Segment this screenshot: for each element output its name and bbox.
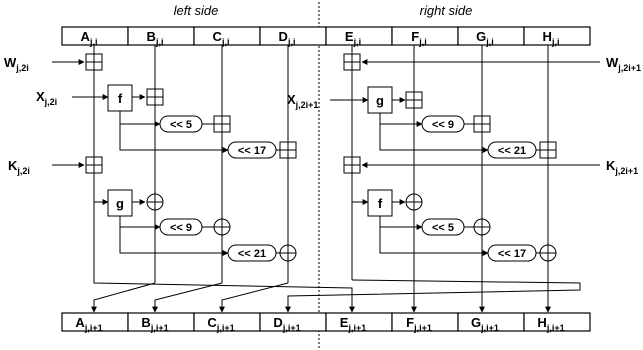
function-boxes: f g g f <box>107 84 393 217</box>
rotation-right-upper-2-label: << 21 <box>498 145 526 157</box>
adder-d-left <box>279 141 297 159</box>
wiring <box>52 45 600 313</box>
rotation-left-lower-2-label: << 21 <box>238 248 266 260</box>
xor-f-right <box>405 193 423 211</box>
rotation-left-upper-2 <box>227 141 277 159</box>
rotation-right-upper-1-label: << 9 <box>432 119 454 131</box>
rotation-right-upper-1 <box>421 115 465 133</box>
top-register-label-5: Fj,i <box>411 29 426 47</box>
input-k-left: Kj,2i <box>8 158 30 176</box>
bottom-register-label-2: Cj,i+1 <box>207 315 234 333</box>
xor-c-left <box>213 218 231 236</box>
top-register-label-1: Bj,i <box>147 29 164 47</box>
wire-f-rot17 <box>119 124 229 153</box>
top-register-label-3: Dj,i <box>279 29 296 47</box>
function-box-left-upper <box>107 84 133 112</box>
rotation-right-lower-1 <box>421 218 465 236</box>
adder-k-right <box>343 156 361 174</box>
rotation-left-upper-1-label: << 5 <box>170 119 192 131</box>
input-labels: Wj,2i Xj,2i Kj,2i Wj,2i+1 Xj,2i+1 Kj,2i+… <box>4 55 641 176</box>
bottom-register-label-5: Fj,i+1 <box>406 315 432 333</box>
bottom-register-cell-7 <box>523 312 591 332</box>
bottom-register-label-6: Gj,i+1 <box>471 315 499 333</box>
left-side-header: left side <box>174 3 219 18</box>
function-box-right-upper <box>367 86 393 114</box>
top-register-label-2: Cj,i <box>213 29 230 47</box>
function-label-left-lower: g <box>116 196 124 211</box>
function-label-right-upper: g <box>376 93 384 108</box>
adder-k-left <box>85 156 103 174</box>
xor-h-right <box>539 244 557 262</box>
wire-a-to-g <box>93 175 109 205</box>
rotation-left-lower-2 <box>227 244 277 262</box>
xor-d-left <box>279 244 297 262</box>
top-register-label-6: Gj,i <box>476 29 494 47</box>
xor-g-right <box>473 218 491 236</box>
bottom-register-label-0: Aj,i+1 <box>75 315 102 333</box>
wire-f-rot5 <box>119 110 161 127</box>
adder-c-left <box>213 115 231 133</box>
xor-b-left <box>146 193 164 211</box>
input-w-right: Wj,2i+1 <box>606 55 641 73</box>
function-box-left-lower <box>107 189 133 217</box>
input-x-left: Xj,2i <box>36 89 57 107</box>
adder-w-right <box>343 53 361 71</box>
rotation-left-lower-1 <box>159 218 203 236</box>
function-box-right-lower <box>367 189 393 217</box>
rotation-right-upper-2 <box>487 141 537 159</box>
top-register-label-7: Hj,i <box>543 29 560 47</box>
rotation-left-lower-1-label: << 9 <box>170 222 192 234</box>
adder-f-right <box>405 91 423 109</box>
adder-b-left <box>146 88 164 106</box>
rotation-blocks: << 5 << 17 << 9 << 21 << 9 << 21 << 5 <<… <box>159 115 537 262</box>
input-x-right: Xj,2i+1 <box>287 92 318 110</box>
right-side-header: right side <box>420 3 473 18</box>
top-register-label-0: Aj,i <box>81 29 98 47</box>
bottom-register-label-4: Ej,i+1 <box>340 315 366 333</box>
adder-h-right <box>539 141 557 159</box>
operators <box>85 53 557 262</box>
bottom-register-row: Aj,i+1 Bj,i+1 Cj,i+1 Dj,i+1 Ej,i+1 Fj,i+1 Gj,i… <box>61 312 591 333</box>
adder-w-left <box>85 53 103 71</box>
bottom-register-label-7: Hj,i+1 <box>537 315 564 333</box>
function-label-left-upper: f <box>118 91 123 106</box>
input-k-right: Kj,2i+1 <box>606 158 638 176</box>
adder-g-right <box>473 115 491 133</box>
rotation-right-lower-1-label: << 5 <box>432 222 454 234</box>
rotation-left-upper-2-label: << 17 <box>238 145 266 157</box>
top-register-label-4: Ej,i <box>345 29 361 47</box>
bottom-register-label-3: Dj,i+1 <box>273 315 300 333</box>
rotation-right-lower-2-label: << 17 <box>498 248 526 260</box>
input-w-left: Wj,2i <box>4 55 29 73</box>
rotation-right-lower-2 <box>487 244 537 262</box>
top-register-cell-7 <box>523 26 591 46</box>
top-register-row: Aj,i Bj,i Cj,i Dj,i Ej,i Fj,i Gj,i Hj,i <box>61 26 591 47</box>
rotation-left-upper-1 <box>159 115 203 133</box>
function-label-right-lower: f <box>378 196 383 211</box>
bottom-register-label-1: Bj,i+1 <box>141 315 168 333</box>
wire-a-to-bottom <box>93 280 355 313</box>
